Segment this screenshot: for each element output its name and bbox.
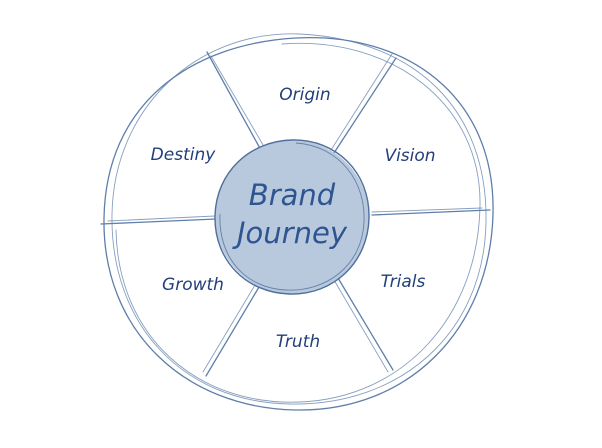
segment-labels: Origin Vision Trials Truth Growth Destin… <box>151 85 436 352</box>
segment-label-vision: Vision <box>384 146 435 166</box>
outer-ring <box>103 33 494 411</box>
segment-dividers <box>100 51 491 377</box>
segment-label-truth: Truth <box>276 332 320 352</box>
segment-label-destiny: Destiny <box>151 145 217 165</box>
center-hub: Brand Journey <box>214 139 370 295</box>
hub-title-line-2: Journey <box>232 216 348 250</box>
segment-label-growth: Growth <box>162 275 224 295</box>
segment-label-origin: Origin <box>279 85 330 105</box>
hub-title-line-1: Brand <box>249 178 336 212</box>
segment-label-trials: Trials <box>381 272 426 292</box>
